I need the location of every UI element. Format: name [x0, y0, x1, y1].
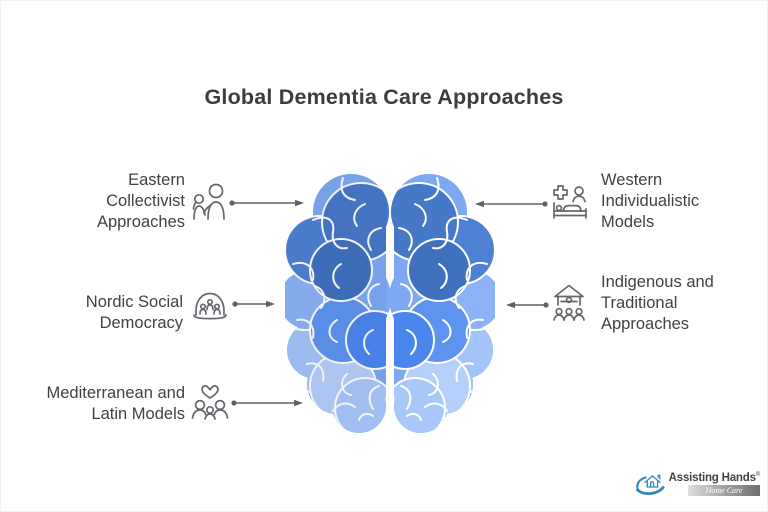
- connector-arrow-western: [475, 200, 548, 208]
- assisting-hands-logo: Assisting Hands® Home Care: [634, 468, 760, 500]
- connector-arrow-nordic: [232, 300, 275, 308]
- brain-illustration: [285, 168, 495, 440]
- label-western-individualistic: Western Individualistic Models: [601, 171, 700, 231]
- label-mediterranean-latin: Mediterranean and Latin Models: [46, 384, 185, 423]
- label-nordic-social: Nordic Social Democracy: [85, 293, 183, 332]
- family-group-icon: [190, 182, 230, 222]
- label-eastern-collectivist: Eastern Collectivist Approaches: [96, 171, 185, 231]
- logo-brand-text: Assisting Hands®: [668, 472, 761, 484]
- label-indigenous-traditional: Indigenous and Traditional Approaches: [601, 273, 714, 333]
- people-under-dome-icon: [189, 282, 231, 324]
- hand-house-icon: [636, 474, 665, 495]
- page-title: Global Dementia Care Approaches: [204, 85, 564, 109]
- connector-arrow-eastern: [229, 199, 304, 207]
- registered-mark: ®: [755, 472, 760, 479]
- community-house-icon: [548, 282, 590, 324]
- family-heart-icon: [190, 382, 230, 422]
- patient-bed-icon: [549, 182, 591, 224]
- logo-tagline-bar: Home Care: [688, 485, 760, 496]
- connector-arrow-mediterranean: [231, 399, 303, 407]
- logo-tagline-text: Home Care: [705, 485, 743, 495]
- connector-arrow-indigenous: [506, 301, 549, 309]
